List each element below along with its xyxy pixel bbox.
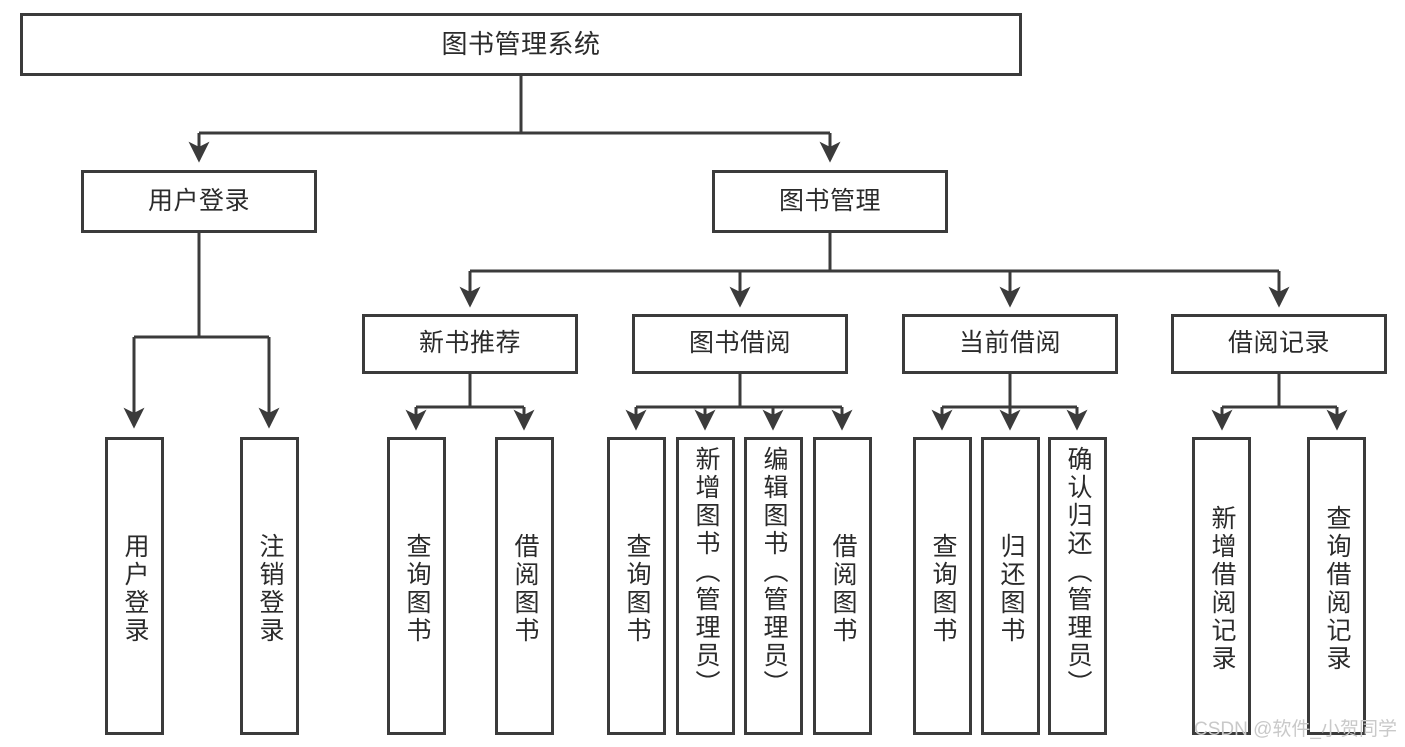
- leaf-logout[interactable]: 注销登录: [240, 437, 299, 735]
- leaf-return-book[interactable]: 归还图书: [981, 437, 1040, 735]
- leaf-query-record-label: 查询借阅记录: [1323, 505, 1351, 673]
- leaf-borrow-book-2[interactable]: 借阅图书: [813, 437, 872, 735]
- node-borrow-record[interactable]: 借阅记录: [1171, 314, 1387, 374]
- leaf-borrow-book-1[interactable]: 借阅图书: [495, 437, 554, 735]
- node-book-manage-label: 图书管理: [778, 186, 881, 215]
- node-user-login-label: 用户登录: [147, 186, 250, 215]
- node-new-book-rec[interactable]: 新书推荐: [362, 314, 578, 374]
- csdn-watermark: CSDN @软件_小贺同学: [1194, 719, 1397, 740]
- leaf-return-book-label: 归还图书: [997, 533, 1025, 645]
- leaf-query-record[interactable]: 查询借阅记录: [1307, 437, 1366, 735]
- node-root[interactable]: 图书管理系统: [20, 13, 1022, 76]
- node-user-login[interactable]: 用户登录: [81, 170, 317, 233]
- node-book-borrow-label: 图书借阅: [688, 329, 791, 358]
- leaf-borrow-book-1-label: 借阅图书: [511, 533, 539, 645]
- node-current-borrow[interactable]: 当前借阅: [902, 314, 1118, 374]
- leaf-edit-book[interactable]: 编辑图书（管理员）: [744, 437, 803, 735]
- leaf-query-book-2[interactable]: 查询图书: [607, 437, 666, 735]
- leaf-query-book-3[interactable]: 查询图书: [913, 437, 972, 735]
- leaf-query-book-2-label: 查询图书: [623, 533, 651, 645]
- node-root-label: 图书管理系统: [441, 29, 601, 60]
- node-borrow-record-label: 借阅记录: [1227, 329, 1330, 358]
- leaf-confirm-return-label: 确认归还（管理员）: [1064, 446, 1092, 698]
- leaf-query-book-1-label: 查询图书: [403, 533, 431, 645]
- node-book-manage[interactable]: 图书管理: [712, 170, 948, 233]
- leaf-add-record[interactable]: 新增借阅记录: [1192, 437, 1251, 735]
- leaf-add-book-label: 新增图书（管理员）: [692, 446, 720, 698]
- leaf-add-book[interactable]: 新增图书（管理员）: [676, 437, 735, 735]
- leaf-user-login[interactable]: 用户登录: [105, 437, 164, 735]
- leaf-borrow-book-2-label: 借阅图书: [829, 533, 857, 645]
- node-new-book-rec-label: 新书推荐: [418, 329, 521, 358]
- leaf-add-record-label: 新增借阅记录: [1208, 505, 1236, 673]
- node-current-borrow-label: 当前借阅: [958, 329, 1061, 358]
- leaf-query-book-1[interactable]: 查询图书: [387, 437, 446, 735]
- leaf-query-book-3-label: 查询图书: [929, 533, 957, 645]
- node-book-borrow[interactable]: 图书借阅: [632, 314, 848, 374]
- leaf-confirm-return[interactable]: 确认归还（管理员）: [1048, 437, 1107, 735]
- leaf-edit-book-label: 编辑图书（管理员）: [760, 446, 788, 698]
- leaf-logout-label: 注销登录: [256, 533, 284, 645]
- leaf-user-login-label: 用户登录: [121, 533, 149, 645]
